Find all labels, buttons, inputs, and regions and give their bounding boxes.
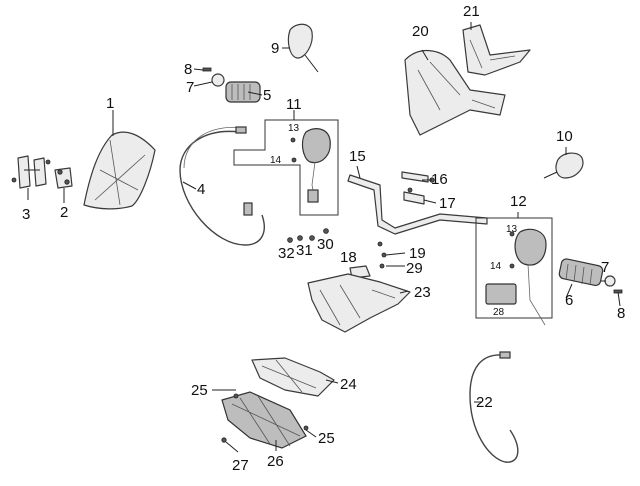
- right-switch-assembly: [475, 217, 553, 326]
- screen-bracket-small: [54, 167, 73, 189]
- bar-end-weight-right: [604, 275, 623, 294]
- mirror-right: [543, 152, 584, 179]
- handlebar-clamp-17: [403, 187, 425, 205]
- callout-28: 28: [493, 307, 505, 318]
- callout-17: 17: [439, 195, 456, 212]
- callout-18: 18: [340, 249, 357, 266]
- callout-1: 1: [106, 95, 115, 112]
- callout-4: 4: [197, 181, 206, 198]
- callout-32: 32: [278, 245, 295, 262]
- callout-8-left: 8: [184, 61, 193, 78]
- leader-lines: [27, 22, 621, 453]
- callout-26: 26: [267, 453, 284, 470]
- callout-8-right: 8: [617, 305, 626, 322]
- windscreen-part: [83, 131, 156, 210]
- callout-12: 12: [510, 193, 527, 210]
- callout-7-left: 7: [186, 79, 195, 96]
- mirror-left: [287, 23, 319, 73]
- screen-bracket-frame: [11, 155, 51, 189]
- mounting-bolts: [287, 228, 387, 269]
- callout-15: 15: [349, 148, 366, 165]
- front-upper-cover: [404, 50, 506, 136]
- callout-2: 2: [60, 204, 69, 221]
- throttle-grip: [225, 81, 261, 103]
- callout-10: 10: [556, 128, 573, 145]
- bar-end-weight-left: [202, 67, 225, 87]
- callout-24: 24: [340, 376, 357, 393]
- callout-25-bottom: 25: [318, 430, 335, 447]
- callout-3: 3: [22, 206, 31, 223]
- left-switch-assembly: [233, 119, 339, 216]
- callout-19: 19: [409, 245, 426, 262]
- handlebar-clamp-16: [401, 171, 435, 183]
- headlight-frame: [251, 357, 335, 397]
- headlight-screws: [221, 393, 309, 443]
- throttle-cable: [179, 126, 265, 246]
- callout-29: 29: [406, 260, 423, 277]
- callout-5: 5: [263, 87, 272, 104]
- callout-25-top: 25: [191, 382, 208, 399]
- right-grip: [558, 258, 604, 287]
- callout-30: 30: [317, 236, 334, 253]
- callout-13-left: 13: [288, 123, 300, 134]
- callout-31: 31: [296, 242, 313, 259]
- callout-21: 21: [463, 3, 480, 20]
- headlight-unit: [221, 391, 307, 449]
- callout-6: 6: [565, 292, 574, 309]
- callout-11: 11: [286, 96, 302, 113]
- callout-23: 23: [414, 284, 431, 301]
- callout-14-right: 14: [490, 261, 502, 272]
- headlight-bracket: [307, 273, 411, 333]
- handlebar: [347, 174, 488, 235]
- callout-16: 16: [431, 171, 448, 188]
- callout-13-right: 13: [506, 224, 518, 235]
- brake-cable: [469, 351, 519, 463]
- callout-7-right: 7: [601, 259, 610, 276]
- callout-9: 9: [271, 40, 280, 57]
- callout-20: 20: [412, 23, 429, 40]
- callout-14-left: 14: [270, 155, 282, 166]
- inner-cover-panel: [462, 24, 531, 76]
- callout-27: 27: [232, 457, 249, 474]
- callout-22: 22: [476, 394, 493, 411]
